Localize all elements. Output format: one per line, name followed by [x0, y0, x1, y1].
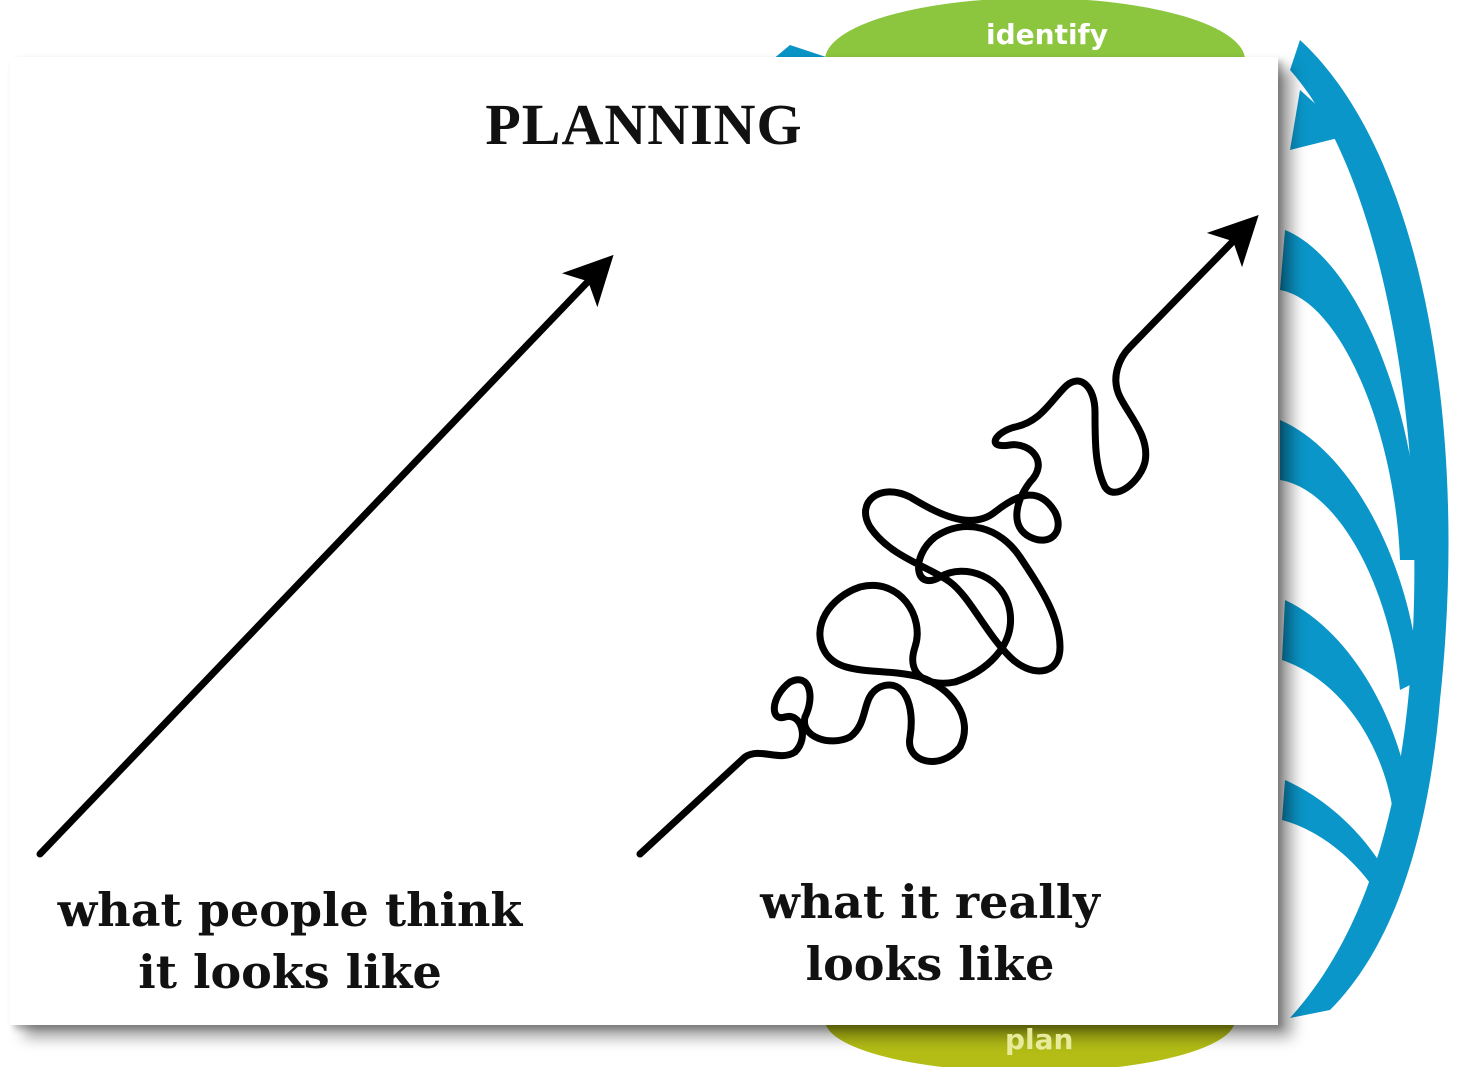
right-caption-line-2: looks like — [805, 937, 1055, 991]
planning-card: PLANNING what people think it looks like… — [10, 57, 1278, 1025]
right-caption: what it really looks like — [660, 871, 1200, 995]
left-caption: what people think it looks like — [30, 879, 550, 1003]
plan-label: plan — [1005, 1023, 1074, 1056]
identify-label: identify — [986, 18, 1108, 51]
right-caption-line-1: what it really — [760, 875, 1100, 929]
blue-arrow-arcs — [1280, 40, 1449, 1018]
page-title: PLANNING — [485, 92, 803, 157]
left-caption-line-1: what people think — [57, 883, 523, 937]
arrow-diagram — [36, 214, 1259, 858]
tangled-arrow — [636, 214, 1259, 858]
left-caption-line-2: it looks like — [138, 945, 442, 999]
straight-arrow — [36, 254, 614, 858]
